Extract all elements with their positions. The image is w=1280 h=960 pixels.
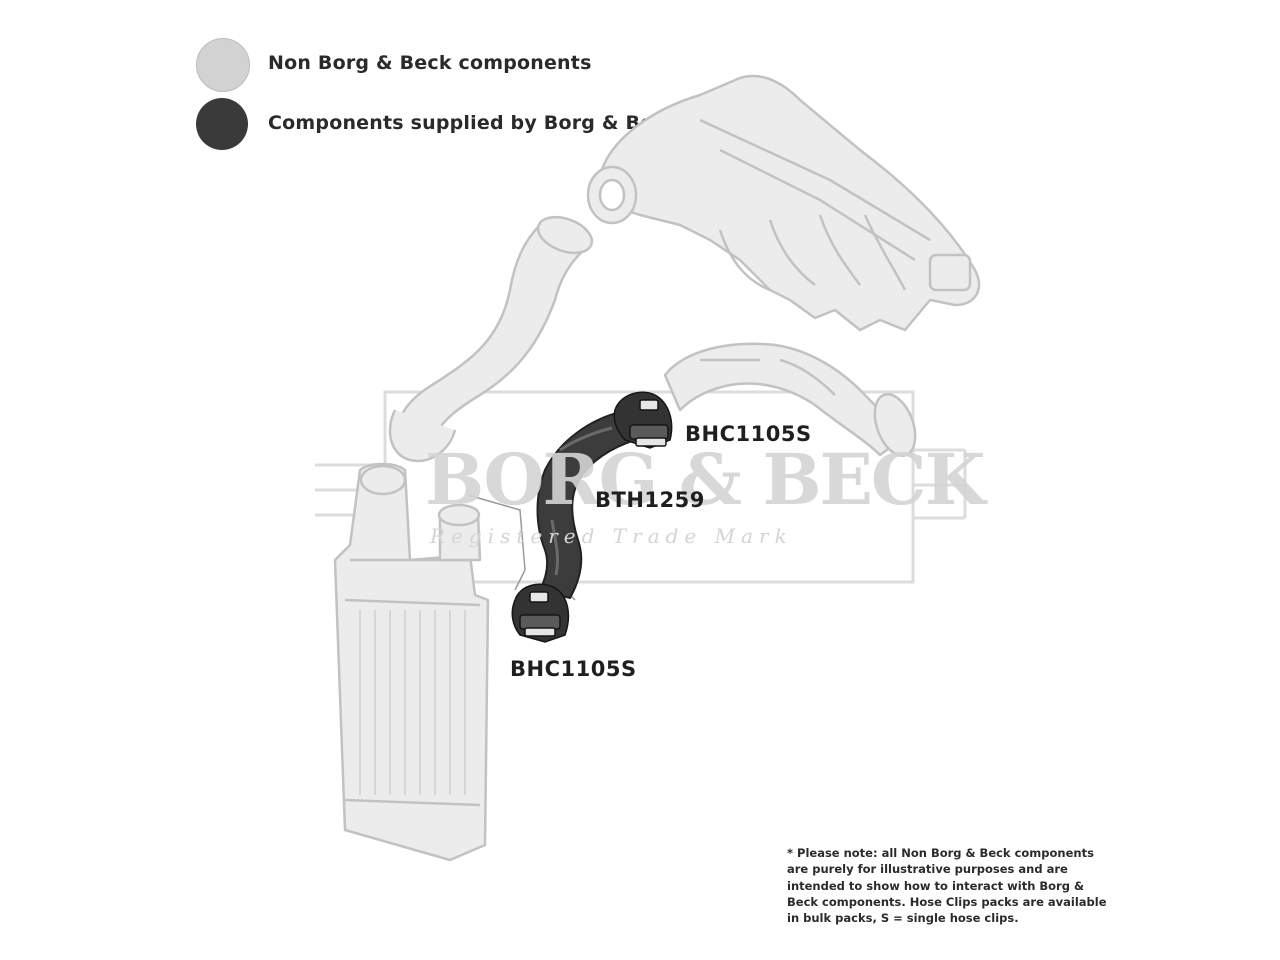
legend-label-supplied: Components supplied by Borg & Beck <box>268 112 678 134</box>
legend-label-non-borg: Non Borg & Beck components <box>268 52 592 74</box>
hose-clip-top <box>613 391 673 449</box>
hose-clip-bottom <box>511 583 570 643</box>
label-hose: BTH1259 <box>595 488 705 512</box>
label-clip-bottom: BHC1105S <box>510 657 637 681</box>
right-grey-hose <box>663 342 917 457</box>
watermark-tagline: Registered Trade Mark <box>430 524 793 548</box>
disclaimer-note: * Please note: all Non Borg & Beck compo… <box>787 846 1107 926</box>
label-clip-top: BHC1105S <box>685 422 812 446</box>
intake-manifold <box>586 74 981 332</box>
intercooler <box>333 462 490 862</box>
watermark-brand: BORG & BECK <box>425 438 985 521</box>
legend-dot-supplied <box>196 98 248 150</box>
legend-dot-non-borg <box>196 38 250 92</box>
upper-left-hose <box>388 215 594 463</box>
